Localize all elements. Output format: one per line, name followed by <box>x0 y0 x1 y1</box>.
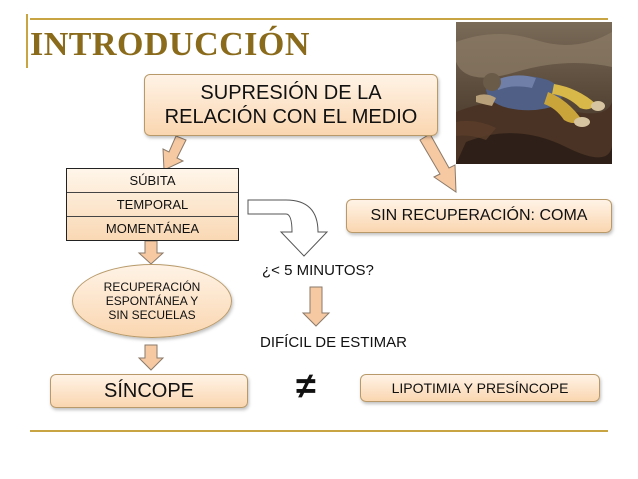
curved-arrow-table-to-question <box>247 199 329 257</box>
recovery-oval: RECUPERACIÓN ESPONTÁNEA Y SIN SECUELAS <box>72 264 232 338</box>
syncope-box: SÍNCOPE <box>50 374 248 408</box>
arrow-main-to-onset <box>162 135 187 171</box>
left-rule <box>26 14 28 68</box>
coma-box: SIN RECUPERACIÓN: COMA <box>346 199 612 233</box>
recovery-line3: SIN SECUELAS <box>108 308 196 322</box>
lipothymia-box: LIPOTIMIA Y PRESÍNCOPE <box>360 374 600 402</box>
main-concept-line2: RELACIÓN CON EL MEDIO <box>164 106 418 128</box>
onset-row-sudden: SÚBITA <box>67 169 238 193</box>
main-concept-line1: SUPRESIÓN DE LA <box>200 82 382 104</box>
top-rule <box>30 18 608 20</box>
bottom-rule <box>30 430 608 432</box>
recovery-line1: RECUPERACIÓN <box>103 280 201 294</box>
onset-characteristics-table: SÚBITA TEMPORAL MOMENTÁNEA <box>66 168 239 241</box>
arrow-table-to-oval <box>137 240 165 265</box>
hard-to-estimate-label: DIFÍCIL DE ESTIMAR <box>260 334 407 351</box>
arrow-oval-to-syncope <box>137 344 165 371</box>
arrow-main-to-coma <box>419 133 457 193</box>
duration-question: ¿< 5 MINUTOS? <box>262 262 374 279</box>
painting-image <box>456 22 612 164</box>
slide-title: INTRODUCCIÓN <box>30 26 310 63</box>
arrow-question-to-estimate <box>301 286 331 327</box>
recovery-line2: ESPONTÁNEA Y <box>105 294 199 308</box>
onset-row-temporary: TEMPORAL <box>67 193 238 217</box>
main-concept-box: SUPRESIÓN DE LA RELACIÓN CON EL MEDIO <box>144 74 438 136</box>
not-equal-symbol: ≠ <box>296 365 316 406</box>
onset-row-momentary: MOMENTÁNEA <box>105 221 200 236</box>
